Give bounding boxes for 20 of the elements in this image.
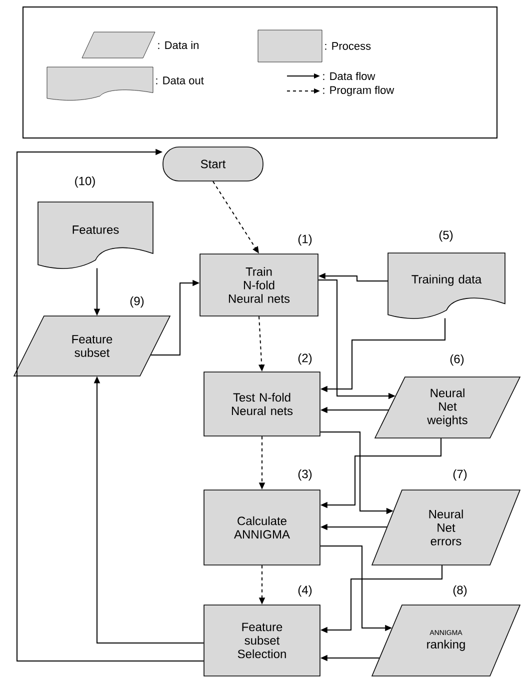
legend-entry: : Process [258,30,371,62]
step-number: (7) [453,469,467,481]
arrow [16,148,204,662]
legend-entry: : Program flow [286,86,394,96]
legend-entry: : Data in [82,32,198,58]
process-box: Train N-fold Neural nets [200,254,318,316]
process-box: Feature subset Selection [204,604,320,676]
step-number: (6) [450,354,464,366]
step-number: (1) [298,234,312,246]
legend-entry: : Data flow [286,72,376,80]
legend-entry: : Data out [46,66,204,100]
step-number: (10) [75,176,95,188]
step-number: (4) [298,585,312,597]
step-number: (9) [130,296,144,308]
step-number: (5) [439,230,453,242]
step-number: (3) [298,469,312,481]
process-box: Test N-fold Neural nets [204,372,320,436]
process-box: Calculate ANNIGMA [204,490,320,566]
step-number: (8) [453,585,467,597]
step-number: (2) [298,353,312,365]
